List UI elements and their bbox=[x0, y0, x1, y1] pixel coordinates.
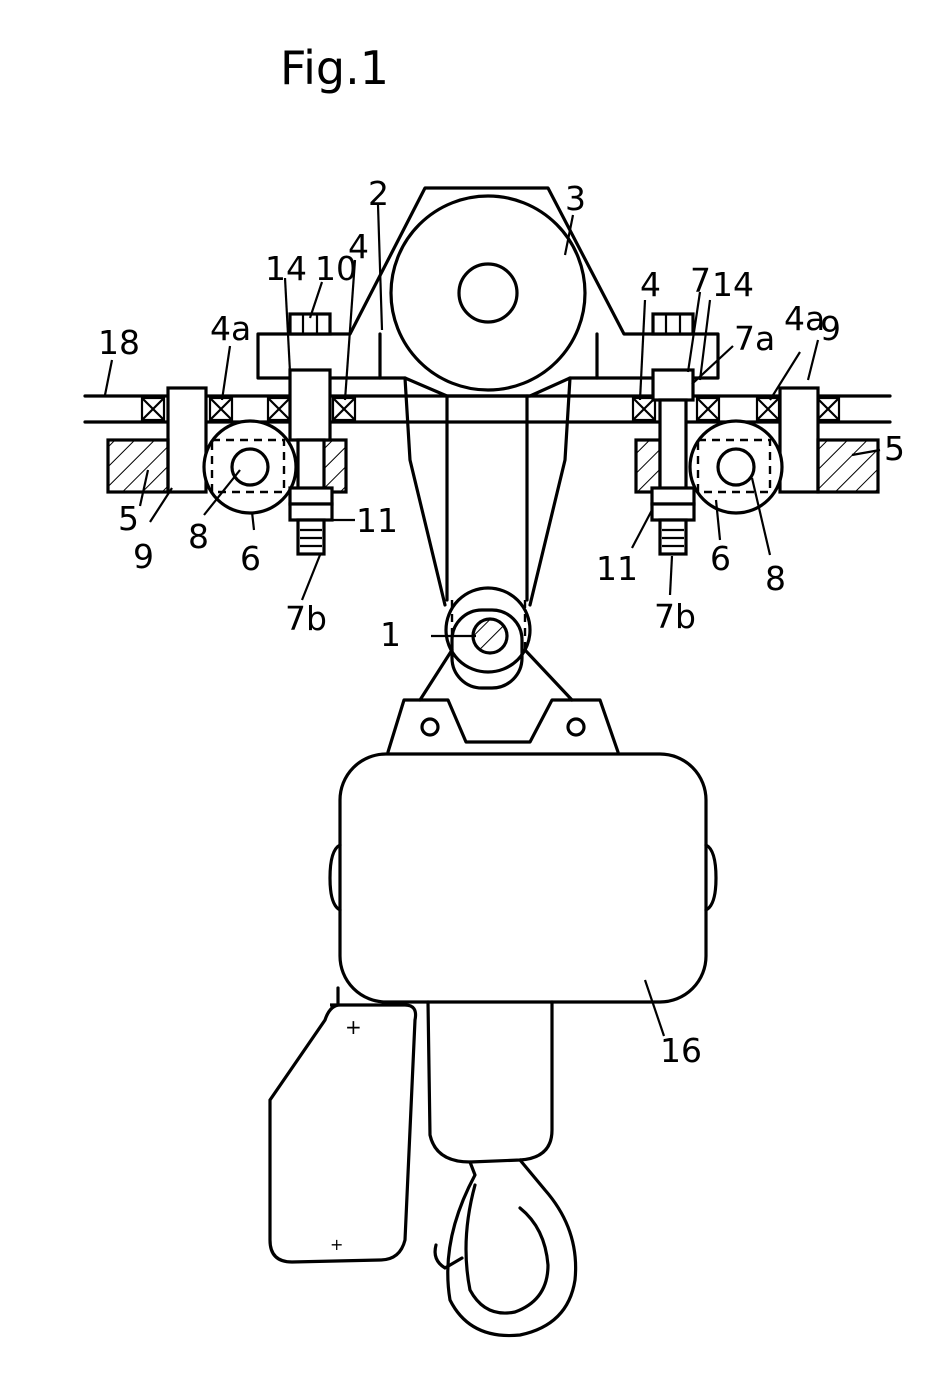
label-2: 2 bbox=[368, 174, 389, 213]
label-7a: 7a bbox=[734, 319, 775, 358]
svg-text:+: + bbox=[345, 1015, 362, 1039]
hook-block bbox=[428, 1002, 552, 1162]
label-7b-right: 7b bbox=[654, 597, 696, 636]
hoist-body bbox=[330, 754, 716, 1002]
hoist-cap bbox=[388, 700, 618, 752]
label-5-left: 5 bbox=[118, 499, 139, 538]
central-hanger bbox=[405, 378, 570, 605]
label-11-left: 11 bbox=[356, 501, 398, 540]
label-4a-left: 4a bbox=[210, 309, 251, 348]
label-9-left: 9 bbox=[133, 537, 154, 576]
label-18: 18 bbox=[98, 323, 140, 362]
label-9-right: 9 bbox=[820, 309, 841, 348]
label-4-right: 4 bbox=[640, 265, 661, 304]
label-10: 10 bbox=[315, 249, 357, 288]
label-6-right: 6 bbox=[710, 539, 731, 578]
label-6-left: 6 bbox=[240, 539, 261, 578]
label-14-left: 14 bbox=[265, 249, 307, 288]
label-1: 1 bbox=[380, 615, 401, 654]
label-11-right: 11 bbox=[596, 549, 638, 588]
control-pendant: + + bbox=[270, 988, 416, 1262]
figure-title: Fig.1 bbox=[280, 41, 389, 95]
label-5-right: 5 bbox=[884, 429, 905, 468]
drive-wheel bbox=[391, 196, 585, 390]
label-3: 3 bbox=[565, 179, 586, 218]
svg-text:+: + bbox=[330, 1235, 343, 1254]
bearings bbox=[142, 398, 839, 420]
load-hook bbox=[435, 1160, 576, 1336]
label-7: 7 bbox=[690, 261, 711, 300]
label-7b-left: 7b bbox=[285, 599, 327, 638]
suspension-lug bbox=[420, 588, 572, 700]
label-8-left: 8 bbox=[188, 517, 209, 556]
label-16: 16 bbox=[660, 1031, 702, 1070]
label-8-right: 8 bbox=[765, 559, 786, 598]
label-14-right: 14 bbox=[712, 265, 754, 304]
